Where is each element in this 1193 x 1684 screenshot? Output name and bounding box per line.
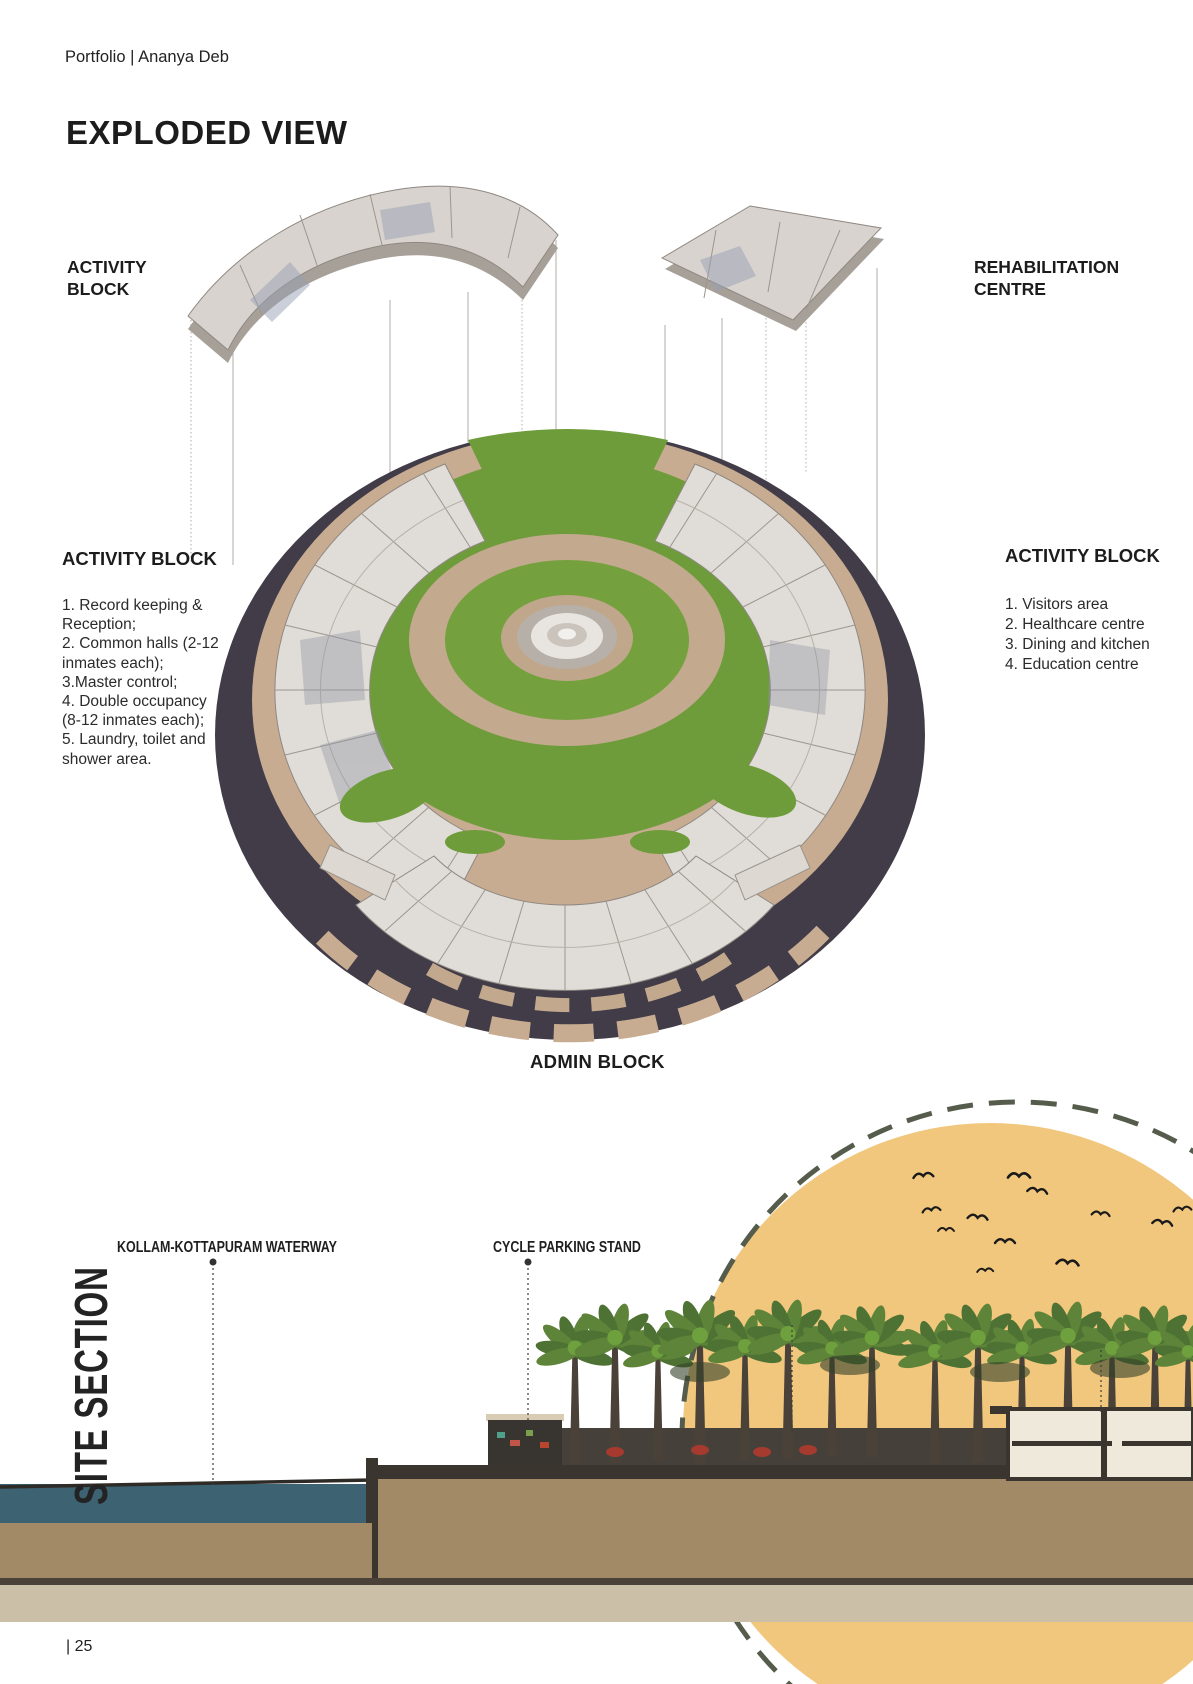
annotation-leaders [209, 1258, 1102, 1486]
label-cycle-parking: CYCLE PARKING STAND [493, 1239, 641, 1256]
label-waterway: KOLLAM-KOTTAPURAM WATERWAY [117, 1239, 338, 1256]
list-item: 3. Dining and kitchen [1005, 636, 1150, 653]
right-activity-panel: ACTIVITY BLOCK 1. Visitors area 2. Healt… [1005, 545, 1175, 675]
cycle-parking-structure [488, 1420, 562, 1465]
site-section-title: SITE SECTION [65, 1266, 117, 1505]
exploded-diagram [187, 185, 925, 1043]
right-panel-heading: ACTIVITY BLOCK [1005, 545, 1160, 566]
section-ground [0, 1458, 1193, 1622]
palm-trees [534, 1297, 1193, 1468]
list-item: 5. Laundry, toilet and shower area. [62, 731, 206, 768]
label-activity-block-top: ACTIVITY BLOCK [67, 257, 147, 299]
admin-block-band [319, 844, 811, 991]
parked-cycles [606, 1445, 817, 1457]
waterway-water [0, 1484, 372, 1523]
label-admin-block: ADMIN BLOCK [530, 1051, 665, 1072]
activity-block-plate [187, 185, 559, 363]
list-item: 4. Double occupancy (8-12 inmates each); [62, 693, 207, 730]
main-building-complex [215, 429, 925, 1043]
left-panel-heading: ACTIVITY BLOCK [62, 548, 217, 569]
rehabilitation-plate [660, 205, 884, 331]
site-section-graphic [0, 1099, 1193, 1684]
list-item: 2. Healthcare centre [1005, 616, 1145, 633]
left-activity-panel: ACTIVITY BLOCK 1. Record keeping & Recep… [62, 548, 227, 769]
list-item: 2. Common halls (2-12 inmates each); [62, 635, 219, 672]
central-garden [409, 534, 725, 746]
page-number: | 25 [66, 1638, 93, 1655]
label-rehabilitation-centre: REHABILITATION CENTRE [974, 257, 1120, 299]
right-panel-list: 1. Visitors area 2. Healthcare centre 3.… [1005, 595, 1175, 675]
list-item: 3.Master control; [62, 673, 178, 691]
sectioned-building [990, 1406, 1193, 1481]
page-title: EXPLODED VIEW [66, 114, 348, 151]
portfolio-header: Portfolio | Ananya Deb [65, 48, 229, 66]
list-item: 1. Record keeping & Reception; [62, 597, 203, 634]
list-item: 1. Visitors area [1005, 596, 1109, 613]
left-panel-list: 1. Record keeping & Reception; 2. Common… [62, 596, 227, 769]
list-item: 4. Education centre [1005, 656, 1139, 673]
